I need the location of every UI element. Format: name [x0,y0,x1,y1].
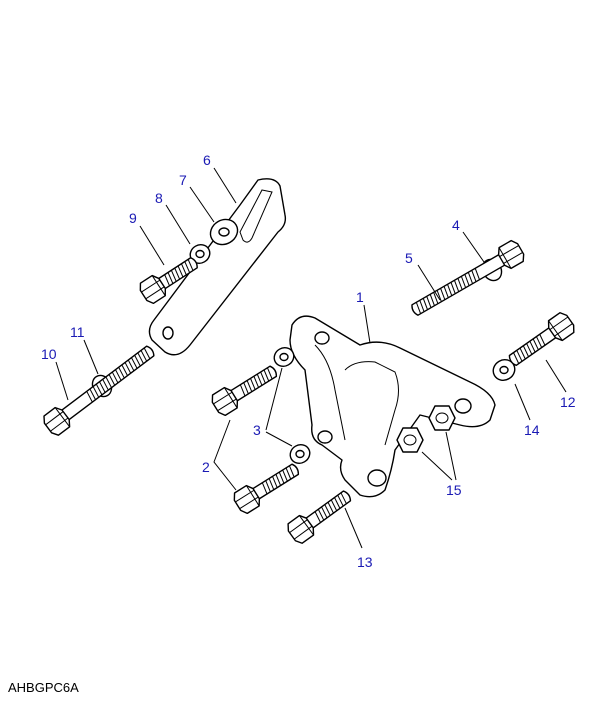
bolt-shank [226,365,278,404]
diagram-reference-code: AHBGPC6A [8,680,79,695]
nut-15a [396,427,424,453]
bolt-10 [43,345,155,436]
bolt-9 [139,257,198,305]
callout-1: 1 [356,289,364,305]
bolt-thread [261,465,295,495]
hex-head-icon [497,239,525,270]
callout-5: 5 [405,250,413,266]
washer-7 [209,218,239,246]
callout-4: 4 [452,217,460,233]
bolt-thread [415,268,480,314]
callout-11: 11 [70,324,85,340]
bolt-thread [239,367,273,397]
bolt-5 [411,239,525,316]
washer-3a [273,347,295,367]
hex-head-icon [547,312,575,342]
hex-head-icon [233,484,261,515]
bolt-shank [248,463,300,502]
callout-9: 9 [129,210,137,226]
callouts: 1 2 3 4 5 6 7 8 9 10 11 12 13 14 15 [41,152,576,570]
bolt-shank [411,252,509,316]
bolt-2-lower [233,463,300,515]
hex-head-icon [139,274,167,305]
callout-15: 15 [446,482,462,498]
leader-lines [55,167,567,549]
callout-14: 14 [524,422,540,438]
bolt-thread [513,334,546,364]
callout-7: 7 [179,172,187,188]
callout-13: 13 [357,554,373,570]
nut-15b [428,405,456,431]
main-bracket [289,315,496,498]
bolt-12 [508,312,575,367]
callout-10: 10 [41,346,57,362]
strap-bracket [148,178,287,356]
callout-8: 8 [155,190,163,206]
callout-3: 3 [253,422,261,438]
bolt-shank [58,345,155,423]
bolt-2-upper [211,365,278,417]
hex-head-icon [211,386,239,417]
bolt-13 [287,490,352,544]
bolt-shank [508,324,560,367]
spring-washer-8 [189,244,211,264]
bolt-shank [302,490,352,531]
bolt-thread [86,347,151,403]
callout-12: 12 [560,394,576,410]
hex-head-icon [287,514,315,544]
bolt-thread [164,259,194,286]
hex-head-icon [43,406,71,436]
washer-3b [289,444,311,464]
callout-2: 2 [202,459,210,475]
callout-6: 6 [203,152,211,168]
bolt-thread [314,492,347,523]
